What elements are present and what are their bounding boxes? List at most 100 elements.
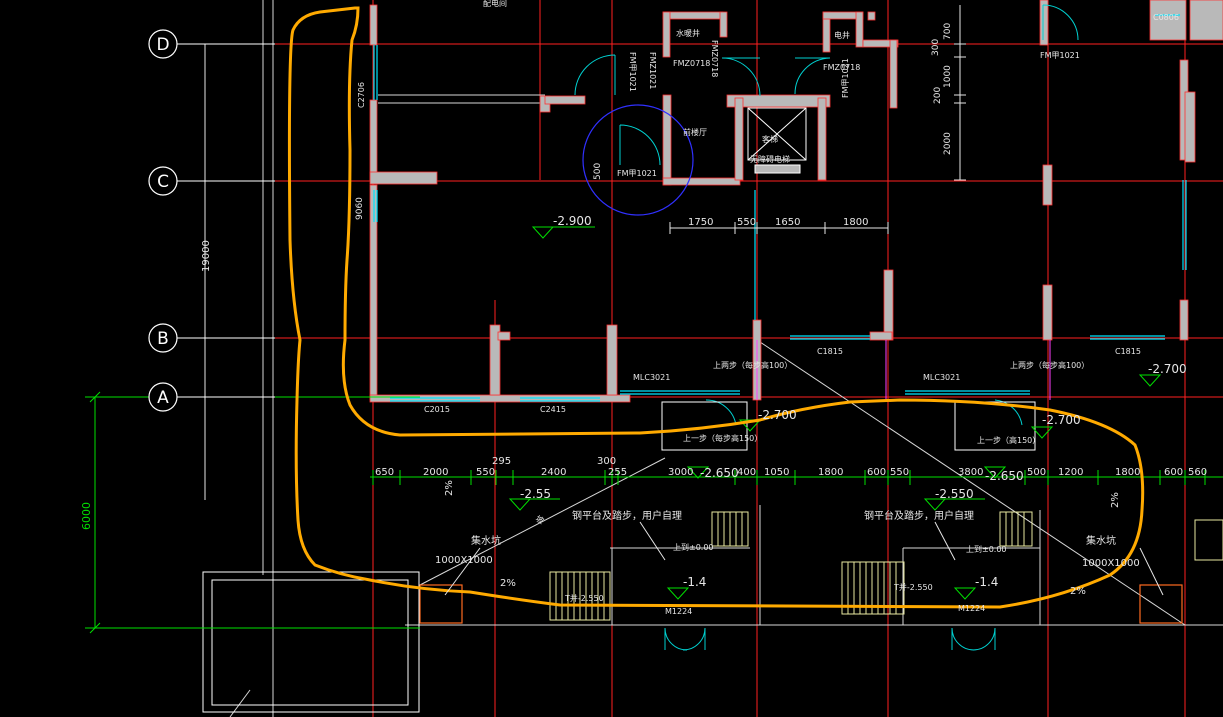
label-tjia-a: T并-2.550 (564, 593, 604, 603)
walls (369, 0, 1223, 403)
label-fm1021-d: FM甲1021 (841, 58, 850, 98)
strip-dim-17: 560 (1188, 467, 1207, 478)
annotations: C2706 C0806 FM甲1021 FM甲1021 FM甲1021 FMZ1… (357, 0, 1179, 616)
label-pipe-shaft: 水暖井 (676, 28, 700, 38)
label-floor-b: 上到±0.00 (966, 545, 1007, 554)
axis-b: B (157, 329, 169, 349)
label-elevator: 客梯 (762, 134, 778, 144)
note-steel-a: 钢平台及踏步，用户自理 (572, 509, 682, 522)
strip-dim-7: 400 (737, 467, 756, 478)
dim-200: 200 (933, 87, 943, 104)
doors (574, 4, 1079, 651)
strip-dim-6: 3000 (668, 467, 693, 478)
dim-2000: 2000 (943, 132, 953, 155)
strip-dim-13: 500 (1027, 467, 1046, 478)
leader-lines (444, 521, 1164, 596)
elev-255-b: -2.550 (935, 487, 974, 501)
label-stair-hall: 前楼厅 (683, 127, 707, 137)
dimension-lines (85, 391, 1223, 634)
dim-1000: 1000 (943, 65, 953, 88)
label-fm1021-a: FM甲1021 (617, 169, 657, 178)
label-mlc3021-a: MLC3021 (633, 373, 670, 382)
label-elevator-sub: 无障碍电梯 (750, 154, 790, 164)
elev-2650-b: -2.650 (985, 469, 1024, 483)
label-c2706: C2706 (357, 82, 366, 108)
note-slope-a: 2% (500, 578, 516, 589)
label-fmz1021: FMZ1021 (648, 52, 657, 89)
dim-1750: 1750 (688, 217, 713, 228)
strip-dim-10: 600 (867, 467, 886, 478)
label-elec-shaft: 电井 (834, 30, 850, 40)
outline-lines (262, 0, 1223, 717)
dim-295: 295 (492, 456, 511, 467)
elev-2900: -2.900 (553, 214, 592, 228)
strip-dim-16: 600 (1164, 467, 1183, 478)
highlight-path (287, 6, 1145, 609)
note-slope-b: 2% (1070, 586, 1086, 597)
label-step-one-b: 上一步（高150） (977, 435, 1040, 445)
axis-labels: D C B A (156, 35, 169, 408)
note-steel-b: 钢平台及踏步，用户自理 (864, 509, 974, 522)
strip-dim-9: 1800 (818, 467, 843, 478)
strip-dim-8: 1050 (764, 467, 789, 478)
strip-dim-2: 2000 (423, 467, 448, 478)
notes: 钢平台及踏步，用户自理 钢平台及踏步，用户自理 集水坑 集水坑 1000X100… (435, 480, 1140, 597)
label-fm1021-c: FM甲1021 (628, 52, 637, 92)
elev-2650-a: -2.650 (700, 466, 739, 480)
grid-lines (180, 0, 1223, 717)
elevator-box (747, 107, 807, 174)
landing-boxes (661, 401, 1036, 451)
label-m1224-a: M1224 (665, 607, 692, 616)
windows (373, 14, 1187, 402)
label-c0806: C0806 (1153, 13, 1179, 22)
dim-500: 500 (593, 163, 603, 180)
dim-19000: 19000 (201, 240, 212, 272)
strip-dim-3: 550 (476, 467, 495, 478)
magenta-lines (756, 340, 1051, 400)
strip-dim-4: 2400 (541, 467, 566, 478)
elev-14-b: -1.4 (975, 575, 998, 589)
elevations: -2.900 -2.700 -2.700 -2.700 -2.650 -2.65… (520, 214, 1187, 589)
elev-2700-a: -2.700 (758, 408, 797, 422)
dim-1800: 1800 (843, 217, 868, 228)
label-step-one-a: 上一步（每步高150） (683, 433, 762, 443)
dim-300-b: 300 (597, 456, 616, 467)
white-dimension-lines (204, 5, 966, 500)
label-m1224-b: M1224 (958, 604, 985, 613)
core-dimensions: 1750 550 1650 1800 (688, 217, 868, 228)
axis-bubble-lines (177, 43, 275, 398)
strip-dim-12: 3800 (958, 467, 983, 478)
label-top-room: 配电间 (483, 0, 507, 8)
axis-d: D (156, 35, 169, 55)
strip-dim-1: 650 (375, 467, 394, 478)
sumps (419, 584, 1183, 624)
strip-dim-14: 1200 (1058, 467, 1083, 478)
label-fmz0718-b: FMZ0718 (710, 40, 719, 77)
tank-boxes (202, 571, 420, 713)
label-step-up-b: 上两步（每步高100） (1010, 360, 1089, 370)
label-tjia-b: T并-2.550 (893, 582, 933, 592)
dim-300: 300 (931, 39, 941, 56)
highlight-circle (582, 104, 694, 216)
label-fmz0718-c: FMZ0718 (823, 63, 860, 72)
note-slope-c: 2% (444, 480, 455, 496)
strip-dimensions: 650 2000 550 2400 255 3000 400 1050 1800… (375, 456, 1207, 478)
dim-6000: 6000 (80, 502, 93, 530)
elev-14-a: -1.4 (683, 575, 706, 589)
axis-bubbles (148, 29, 178, 412)
note-sump-a: 集水坑 (471, 534, 501, 547)
label-ramp: 坡 (534, 513, 546, 526)
strip-dim-11: 550 (890, 467, 909, 478)
note-sump-b: 集水坑 (1086, 534, 1116, 547)
elevation-markers (508, 226, 1162, 600)
dim-1650: 1650 (775, 217, 800, 228)
vertical-dimensions: 19000 6000 9060 500 700 300 1000 200 200… (80, 23, 953, 530)
label-floor-a: 上到±0.00 (673, 543, 714, 552)
note-slope-d: 2% (1110, 492, 1121, 508)
label-step-up-a: 上两步（每步高100） (713, 360, 792, 370)
label-c1815-b: C1815 (1115, 347, 1141, 356)
axis-c: C (157, 172, 169, 192)
axis-a: A (157, 388, 169, 408)
elev-2700-b: -2.700 (1042, 413, 1081, 427)
